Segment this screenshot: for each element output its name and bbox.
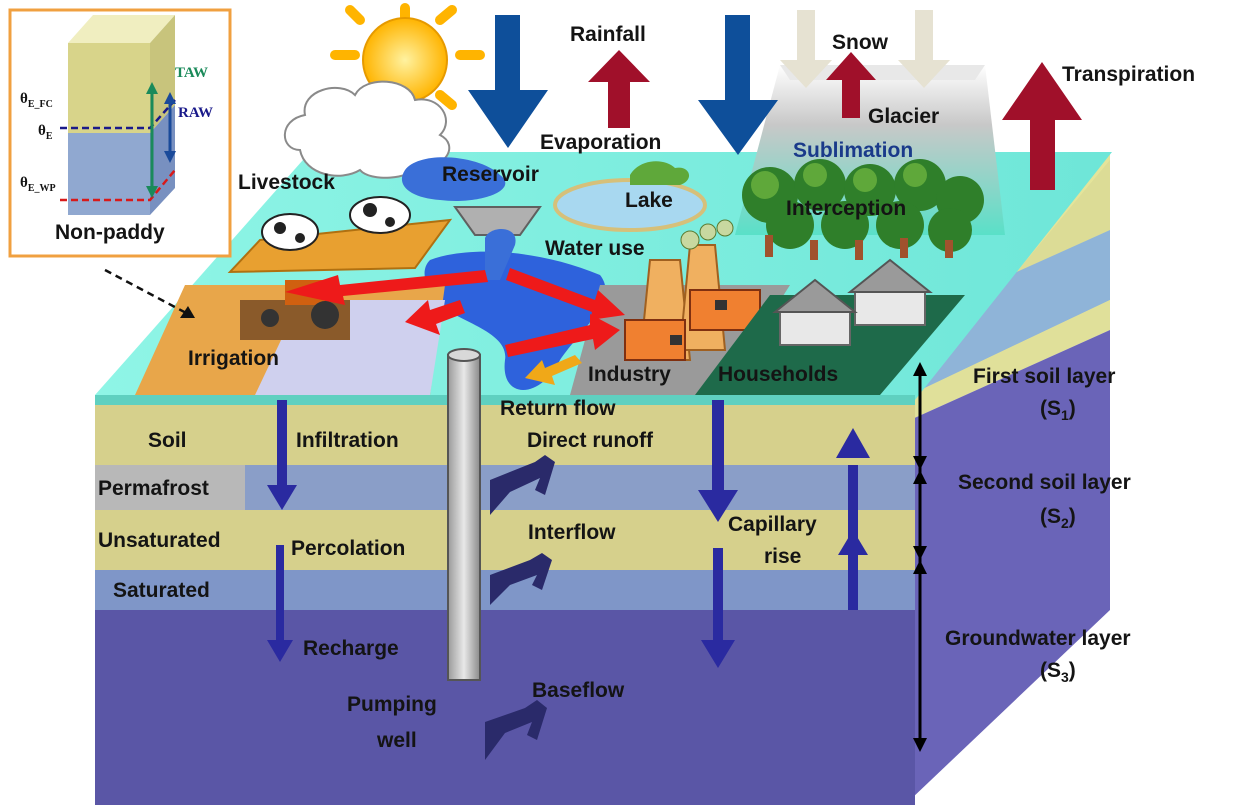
second-soil-layer-symbol: (S2) bbox=[1040, 505, 1076, 532]
soil-label: Soil bbox=[148, 429, 187, 452]
transpiration-label: Transpiration bbox=[1062, 63, 1196, 86]
unsaturated-label: Unsaturated bbox=[98, 529, 221, 552]
permafrost-label: Permafrost bbox=[98, 477, 209, 500]
water-use-label: Water use bbox=[545, 237, 645, 260]
pumping-well-label-2: well bbox=[377, 729, 417, 752]
industry-label: Industry bbox=[588, 363, 671, 386]
sublimation-label: Sublimation bbox=[793, 139, 914, 162]
theta-e-label: θE bbox=[38, 123, 53, 142]
infiltration-label: Infiltration bbox=[296, 429, 399, 452]
glacier-label: Glacier bbox=[868, 105, 940, 128]
first-soil-layer-symbol: (S1) bbox=[1040, 397, 1076, 424]
irrigation-label: Irrigation bbox=[188, 347, 280, 370]
groundwater-layer-symbol: (S3) bbox=[1040, 659, 1076, 686]
theta-wp-label: θE_WP bbox=[20, 175, 56, 194]
return-flow-label: Return flow bbox=[500, 397, 616, 420]
households-area bbox=[695, 258, 965, 395]
pumping-well bbox=[447, 348, 481, 681]
interflow-label: Interflow bbox=[528, 521, 616, 544]
lateral-flow-arrows bbox=[485, 455, 555, 760]
second-soil-layer-label: Second soil layer bbox=[958, 471, 1131, 494]
water-bodies bbox=[401, 157, 707, 390]
capillary-label-1: Capillary bbox=[728, 513, 817, 536]
baseflow-label: Baseflow bbox=[532, 679, 625, 702]
theta-fc-label: θE_FC bbox=[20, 91, 53, 110]
capillary-label-2: rise bbox=[764, 545, 802, 568]
rainfall-label: Rainfall bbox=[570, 23, 646, 46]
percolation-label: Percolation bbox=[291, 537, 406, 560]
snow-label: Snow bbox=[832, 31, 888, 54]
forest-trees bbox=[742, 159, 984, 260]
saturated-label: Saturated bbox=[113, 579, 210, 602]
irrigation-plot bbox=[135, 280, 445, 395]
water-use-arrows bbox=[285, 268, 625, 357]
inset-panel bbox=[8, 8, 232, 258]
cloud bbox=[283, 80, 451, 179]
layer-brackets bbox=[913, 362, 927, 752]
recharge-label: Recharge bbox=[303, 637, 399, 660]
vertical-flow-arrows bbox=[267, 400, 870, 668]
interception-label: Interception bbox=[786, 197, 907, 220]
households-label: Households bbox=[718, 363, 839, 386]
atmospheric-arrows bbox=[468, 10, 1082, 190]
groundwater-layer-label: Groundwater layer bbox=[945, 627, 1131, 650]
direct-runoff-label: Direct runoff bbox=[527, 429, 653, 452]
block-front-face bbox=[95, 395, 915, 805]
reservoir-label: Reservoir bbox=[442, 163, 539, 186]
evaporation-label: Evaporation bbox=[540, 131, 662, 154]
inset-pointer bbox=[104, 268, 191, 317]
inset-title: Non-paddy bbox=[55, 221, 165, 244]
raw-label: RAW bbox=[178, 105, 214, 121]
pumping-well-label-1: Pumping bbox=[347, 693, 437, 716]
livestock-label: Livestock bbox=[238, 171, 335, 194]
lake-label: Lake bbox=[625, 189, 673, 212]
return-flow-arrow bbox=[525, 355, 582, 385]
inset-pointer-head bbox=[180, 306, 195, 318]
taw-label: TAW bbox=[175, 65, 209, 81]
surface-edge bbox=[95, 395, 915, 405]
livestock-plot bbox=[227, 196, 453, 274]
first-soil-layer-label: First soil layer bbox=[973, 365, 1116, 388]
reservoir-dam bbox=[453, 206, 542, 280]
